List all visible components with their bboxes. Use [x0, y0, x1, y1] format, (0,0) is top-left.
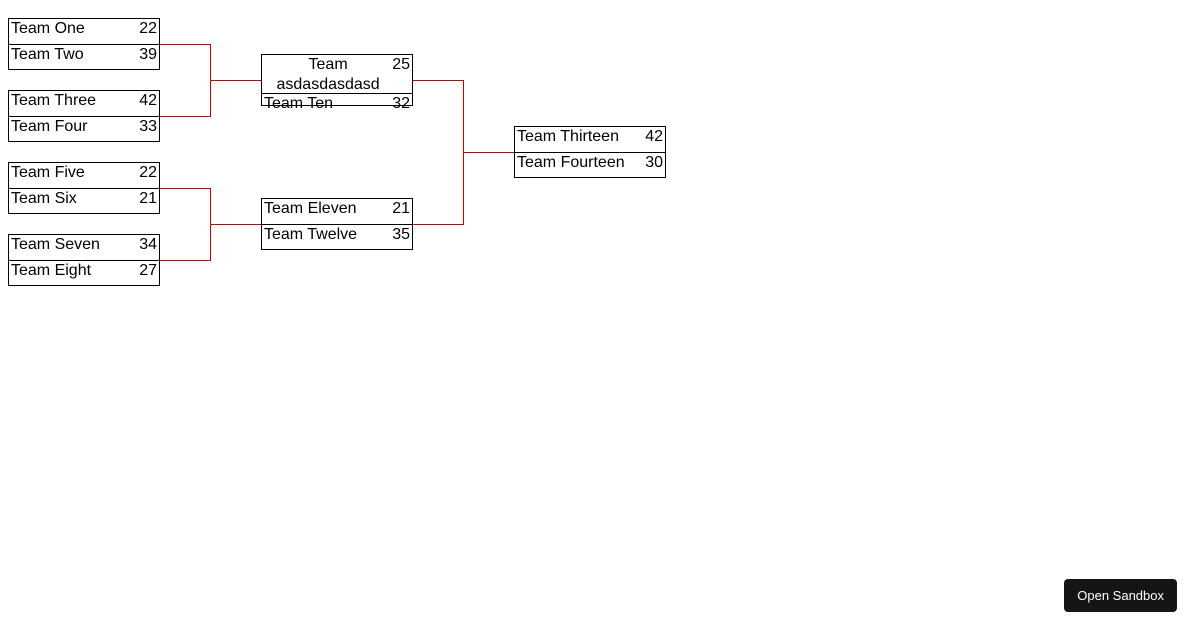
team-name: Team Twelve	[264, 226, 358, 243]
team-score: 42	[139, 92, 157, 109]
team-score: 22	[139, 164, 157, 181]
team-score: 30	[645, 154, 663, 171]
match-r1-m1: Team One 22 Team Two 39	[8, 18, 160, 70]
team-name: Team Six	[11, 190, 77, 207]
connector-line	[413, 80, 464, 225]
team-score: 22	[139, 20, 157, 37]
team-row[interactable]: Team Three 42	[9, 91, 159, 116]
connector-r1-bottom	[160, 188, 261, 261]
match-r1-m4: Team Seven 34 Team Eight 27	[8, 234, 160, 286]
team-score: 21	[139, 190, 157, 207]
team-score: 27	[139, 262, 157, 279]
match-r3-m1: Team Thirteen 42 Team Fourteen 30	[514, 126, 666, 178]
team-row[interactable]: Team Ten 32	[262, 93, 412, 112]
match-r1-m3: Team Five 22 Team Six 21	[8, 162, 160, 214]
team-name: Team Eleven	[264, 200, 357, 217]
team-row[interactable]: Team Twelve 35	[262, 224, 412, 249]
team-score: 42	[645, 128, 663, 145]
connector-r1-top	[160, 44, 261, 117]
team-row[interactable]: Team Fourteen 30	[515, 152, 665, 177]
team-row[interactable]: Team Six 21	[9, 188, 159, 213]
team-row[interactable]: Team One 22	[9, 19, 159, 44]
connector-line	[160, 188, 211, 261]
team-row[interactable]: Team Eleven 21	[262, 199, 412, 224]
connector-r2	[413, 80, 514, 225]
team-row[interactable]: Team Four 33	[9, 116, 159, 141]
team-name: Team Thirteen	[517, 128, 619, 145]
team-score: 33	[139, 118, 157, 135]
team-name: Team Ten	[264, 95, 334, 112]
team-score: 25	[392, 56, 410, 73]
team-score: 39	[139, 46, 157, 63]
team-name: Team Fourteen	[517, 154, 625, 171]
team-name: Team One	[11, 20, 85, 37]
team-row[interactable]: Team Thirteen 42	[515, 127, 665, 152]
team-row[interactable]: Team Five 22	[9, 163, 159, 188]
team-score: 35	[392, 226, 410, 243]
team-score: 32	[392, 95, 410, 112]
match-r2-m2: Team Eleven 21 Team Twelve 35	[261, 198, 413, 250]
team-name: Team Three	[11, 92, 97, 109]
team-score: 21	[392, 200, 410, 217]
match-r2-m1: Team asdasdasdasd 25 Team Ten 32	[261, 54, 413, 112]
team-name: Team Four	[11, 118, 88, 135]
open-sandbox-button[interactable]: Open Sandbox	[1064, 579, 1177, 612]
team-name: Team Five	[11, 164, 85, 181]
team-name: Team asdasdasdasd	[276, 56, 380, 93]
match-r1-m2: Team Three 42 Team Four 33	[8, 90, 160, 142]
team-name: Team Seven	[11, 236, 100, 253]
team-name: Team Eight	[11, 262, 92, 279]
team-score: 34	[139, 236, 157, 253]
team-row[interactable]: Team Eight 27	[9, 260, 159, 285]
team-name: Team Two	[11, 46, 84, 63]
team-row[interactable]: Team Two 39	[9, 44, 159, 69]
team-row[interactable]: Team Seven 34	[9, 235, 159, 260]
connector-line	[160, 44, 211, 117]
team-row[interactable]: Team asdasdasdasd 25	[262, 55, 412, 93]
